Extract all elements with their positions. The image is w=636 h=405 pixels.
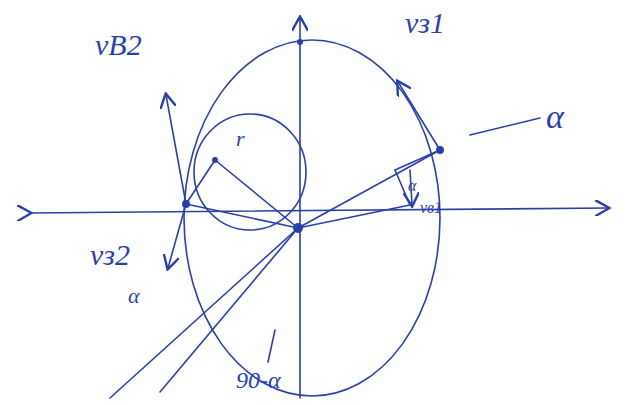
vector-label: vв1 — [420, 200, 442, 216]
vector-label: vз2 — [90, 240, 130, 270]
angle-label: α — [128, 285, 140, 307]
vector-label: vз1 — [405, 8, 445, 38]
angle-label: 90-α — [236, 368, 281, 392]
angle-label: α — [408, 178, 416, 194]
vector-label: vB2 — [95, 30, 142, 60]
angle-label: α — [546, 100, 564, 134]
radius-label: r — [236, 128, 245, 150]
